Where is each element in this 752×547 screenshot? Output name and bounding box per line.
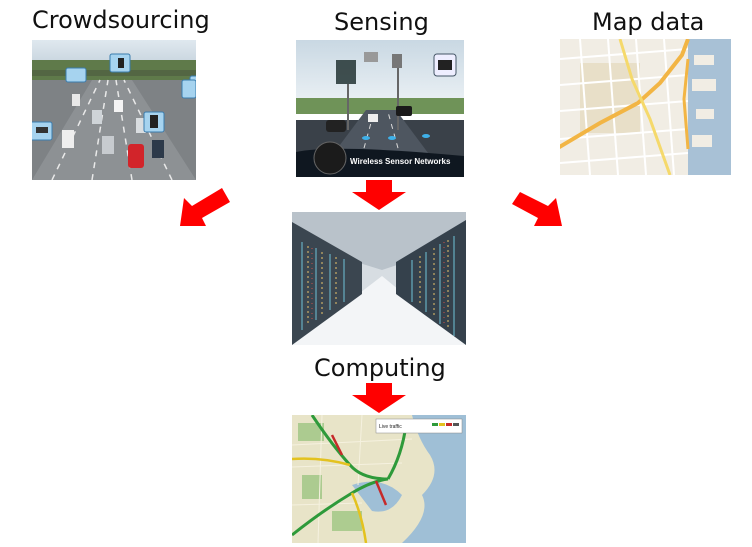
arrow-map-data-to-computing — [512, 192, 562, 226]
arrow-computing-to-traffic-map — [352, 383, 406, 413]
computing-image — [292, 212, 466, 345]
wireless-sensor-networks-caption: Wireless Sensor Networks — [350, 157, 451, 166]
computing-label: Computing — [314, 354, 446, 382]
map-data-label: Map data — [592, 8, 705, 36]
arrow-crowdsourcing-to-computing — [180, 188, 230, 226]
live-traffic-map-image: Live traffic — [292, 415, 466, 543]
crowdsourcing-image — [32, 40, 196, 180]
live-traffic-legend-title: Live traffic — [379, 424, 402, 430]
sensing-label: Sensing — [334, 8, 429, 36]
arrow-sensing-to-computing — [352, 180, 406, 210]
map-data-image — [560, 39, 731, 175]
sensing-image: Wireless Sensor Networks — [296, 40, 464, 177]
crowdsourcing-label: Crowdsourcing — [32, 6, 210, 34]
